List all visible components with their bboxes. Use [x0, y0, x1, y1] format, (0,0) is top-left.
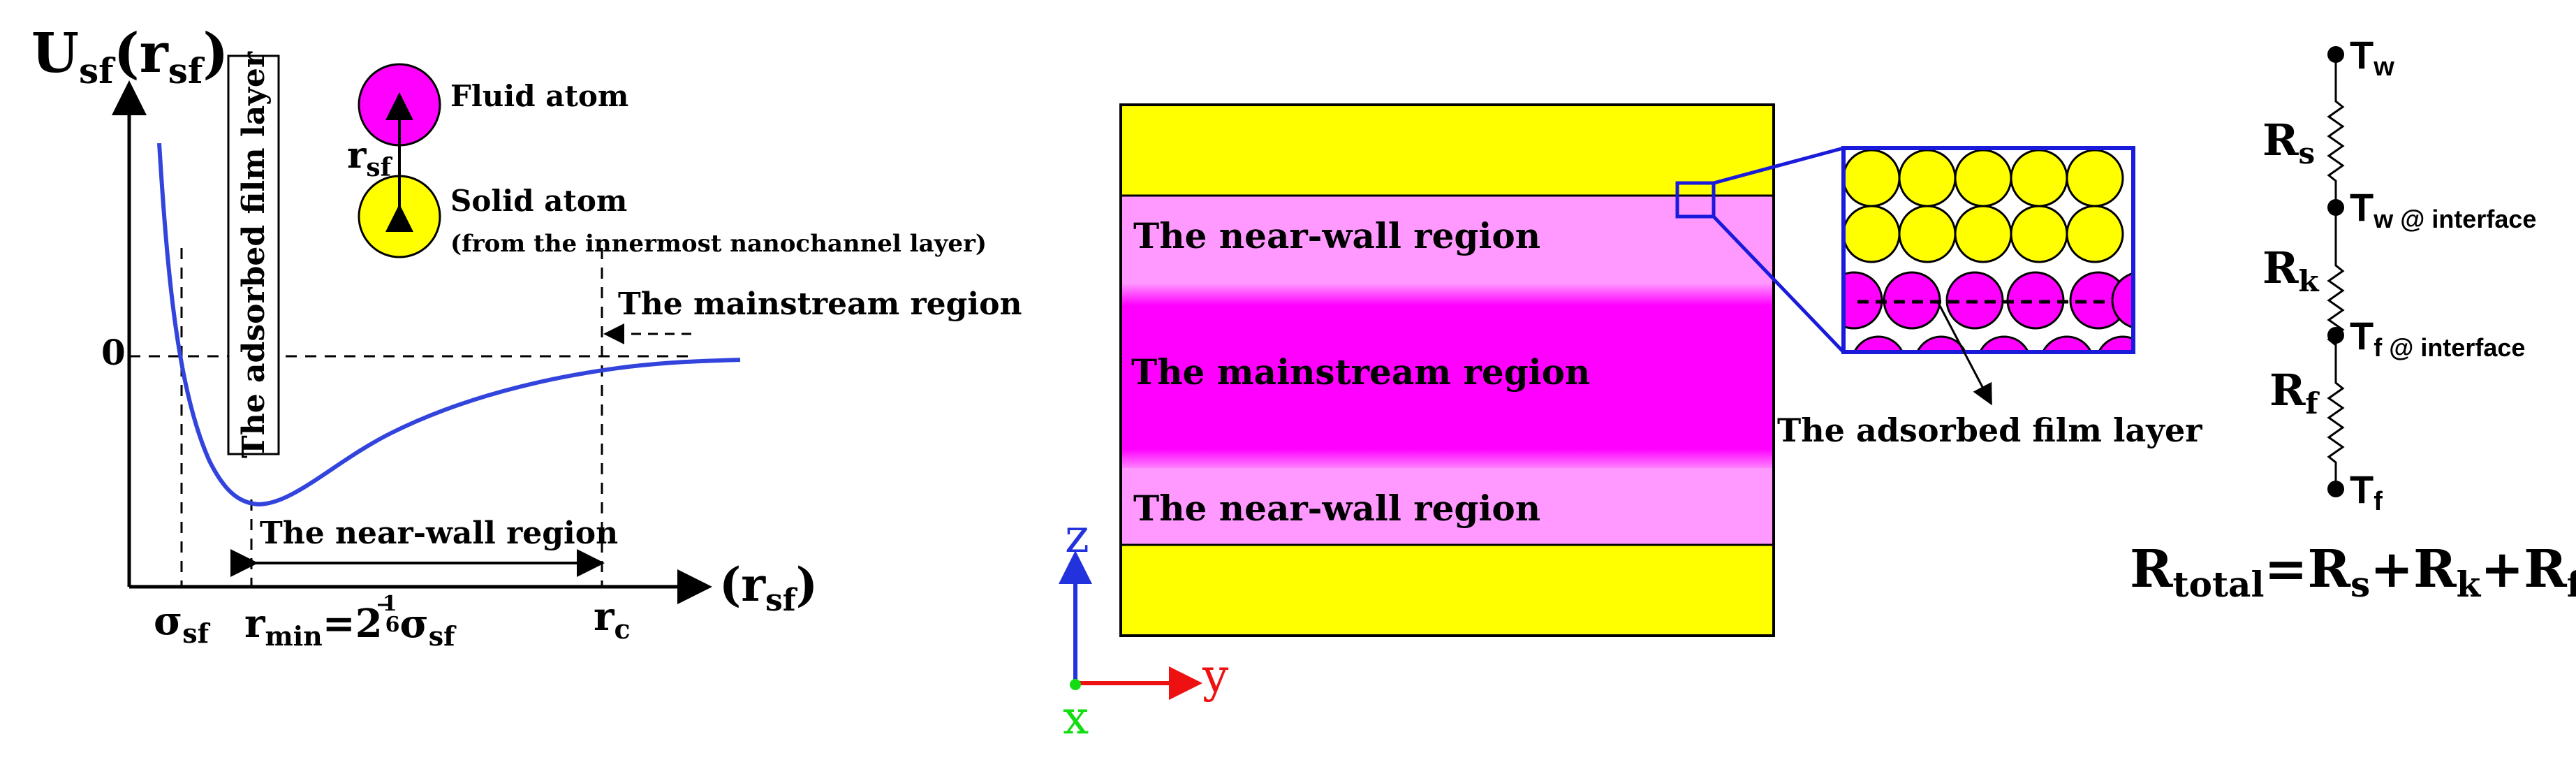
- mainstream-label-left: The mainstream region: [618, 286, 1022, 322]
- mainstream-label: The mainstream region: [1131, 351, 1590, 393]
- node-tw-interface: [2327, 199, 2344, 216]
- adsorbed-film-box: [227, 54, 280, 455]
- zoom-inset: [1841, 146, 2135, 354]
- rf-label: Rf: [2269, 365, 2320, 421]
- near-wall-label-left: The near-wall region: [260, 516, 618, 551]
- resistance-panel: Tw Tw @ interface Tf @ interface Tf Rs R…: [2130, 33, 2576, 605]
- tf-label: Tf: [2350, 467, 2383, 516]
- channel-border: [1119, 103, 1775, 637]
- zoom-inset-border: [1841, 146, 2135, 354]
- y-axis-label: y: [1202, 649, 1229, 703]
- rc-label: rc: [594, 594, 631, 645]
- fluid-atom-label: Fluid atom: [450, 79, 628, 113]
- rmin-label: rmin=216σsf: [244, 592, 457, 652]
- tw-interface-label: Tw @ interface: [2350, 185, 2536, 233]
- rsf-label: rsf: [347, 134, 393, 182]
- tw-label: Tw: [2350, 33, 2394, 82]
- top-wall: [1121, 105, 1774, 196]
- adsorbed-film-label: The adsorbed film layer: [236, 51, 272, 458]
- z-axis-label: z: [1065, 509, 1089, 563]
- channel-panel: The near-wall region The mainstream regi…: [1059, 103, 2202, 745]
- bottom-wall: [1121, 545, 1774, 636]
- resistor-chain: [2327, 54, 2345, 489]
- adsorbed-film-label-inset: The adsorbed film layer: [1777, 411, 2202, 449]
- x-axis-label: x: [1063, 691, 1089, 745]
- near-wall-bottom-region: [1121, 468, 1774, 545]
- mainstream-region: [1121, 283, 1774, 472]
- rs-label: Rs: [2262, 115, 2315, 170]
- zoom-atoms: [1843, 149, 2133, 352]
- solid-atom-note: (from the innermost nanochannel layer): [450, 230, 987, 258]
- near-wall-bottom-label: The near-wall region: [1133, 488, 1540, 529]
- node-tw: [2327, 46, 2344, 63]
- potential-panel: Usf(rsf) (rsf) 0 σsf rmin=216σsf rc The …: [31, 22, 1022, 652]
- x-axis-dot: [1070, 679, 1081, 690]
- potential-y-axis-label: Usf(rsf): [31, 22, 228, 92]
- near-wall-top-label: The near-wall region: [1133, 215, 1540, 256]
- near-wall-top-region: [1121, 196, 1774, 286]
- rk-label: Rk: [2262, 242, 2320, 298]
- total-resistance-equation: Rtotal=Rs+Rk+Rf: [2130, 539, 2576, 605]
- zoom-connector-top: [1713, 146, 1844, 185]
- solid-atom-label: Solid atom: [450, 184, 627, 218]
- potential-x-axis-label: (rsf): [719, 557, 818, 618]
- adsorbed-film-arrow: [1936, 301, 1992, 406]
- zoom-connector-bottom: [1712, 215, 1845, 353]
- potential-curve: [157, 143, 741, 507]
- node-tf-interface: [2327, 327, 2344, 344]
- zoom-source-box: [1675, 181, 1716, 219]
- sigma-sf-label: σsf: [154, 598, 211, 649]
- tf-interface-label: Tf @ interface: [2350, 314, 2525, 362]
- node-tf: [2327, 481, 2344, 497]
- zero-label: 0: [101, 332, 126, 373]
